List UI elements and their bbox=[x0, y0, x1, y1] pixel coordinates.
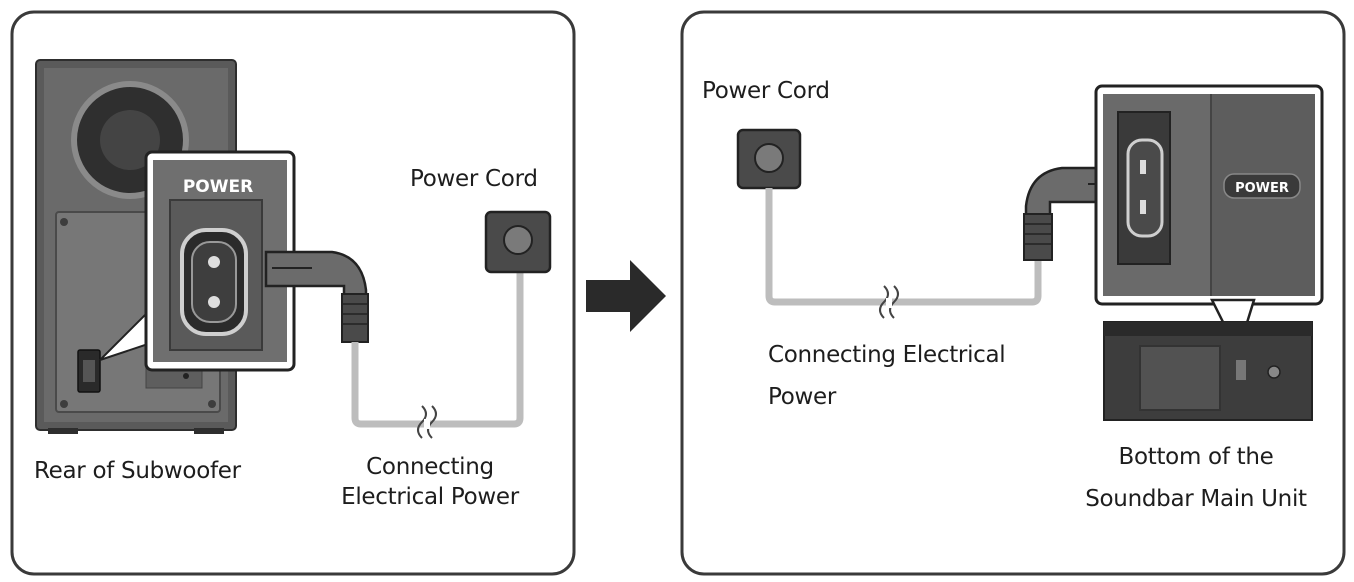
soundbar-bottom bbox=[1103, 321, 1313, 421]
power-plug-icon bbox=[264, 250, 369, 343]
power-cable-left bbox=[351, 270, 524, 428]
power-port-label-left: POWER bbox=[183, 177, 253, 197]
next-step-arrow bbox=[586, 260, 666, 332]
power-port-label-right: POWER bbox=[1235, 181, 1289, 196]
power-cable-right bbox=[765, 188, 1042, 306]
connecting-label-left: Connecting Electrical Power bbox=[341, 454, 519, 510]
rear-of-subwoofer-label: Rear of Subwoofer bbox=[34, 458, 241, 484]
connecting-label-right: Connecting Electrical Power bbox=[768, 342, 1006, 410]
soundbar-socket-icon bbox=[1126, 138, 1164, 238]
soundbar-port-zoom bbox=[1094, 84, 1324, 306]
power-badge bbox=[1223, 173, 1301, 199]
soundbar-bottom-label: Bottom of the Soundbar Main Unit bbox=[1085, 444, 1307, 512]
power-cord-label-left: Power Cord bbox=[410, 166, 538, 192]
wall-plug-icon-right bbox=[736, 128, 802, 190]
wall-plug-icon bbox=[484, 210, 552, 274]
power-cord-label-right: Power Cord bbox=[702, 78, 830, 104]
